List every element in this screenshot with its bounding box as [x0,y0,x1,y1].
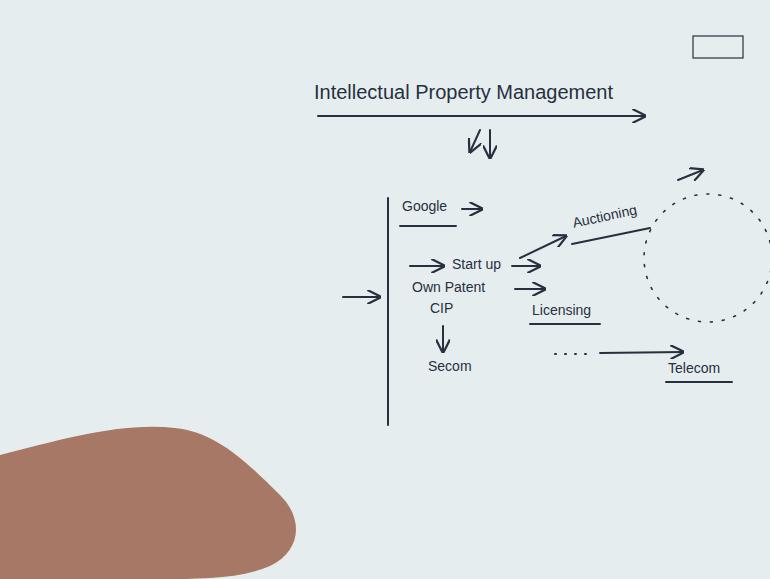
hand [0,427,296,579]
underline [572,228,650,244]
corner-stamp [693,36,743,58]
underline [666,381,732,383]
handwritten-label: Telecom [668,360,720,377]
handwritten-label: CIP [430,300,453,317]
side-arrow [343,296,380,298]
arrow [515,288,545,290]
arrow [600,352,683,353]
down-arrow [489,130,491,158]
handwritten-label: Start up [452,256,501,273]
arrow [520,236,566,258]
down-arrow [442,326,444,352]
vertical-bar [387,198,389,425]
dashed-circle [644,194,770,322]
handwritten-label: Google [402,198,447,215]
handwritten-label: Own Patent [412,279,485,296]
arrow [462,208,482,210]
arrow [678,170,703,180]
down-arrow [470,130,480,152]
title-underline [318,115,645,117]
arrow [410,265,444,267]
underline [400,225,456,227]
handwritten-label: Auctioning [571,201,638,231]
underline [530,323,600,325]
dotted-line [555,353,592,355]
title: Intellectual Property Management [314,80,613,104]
handwritten-label: Secom [428,358,472,375]
handwritten-label: Licensing [532,302,591,319]
arrow [512,265,540,267]
